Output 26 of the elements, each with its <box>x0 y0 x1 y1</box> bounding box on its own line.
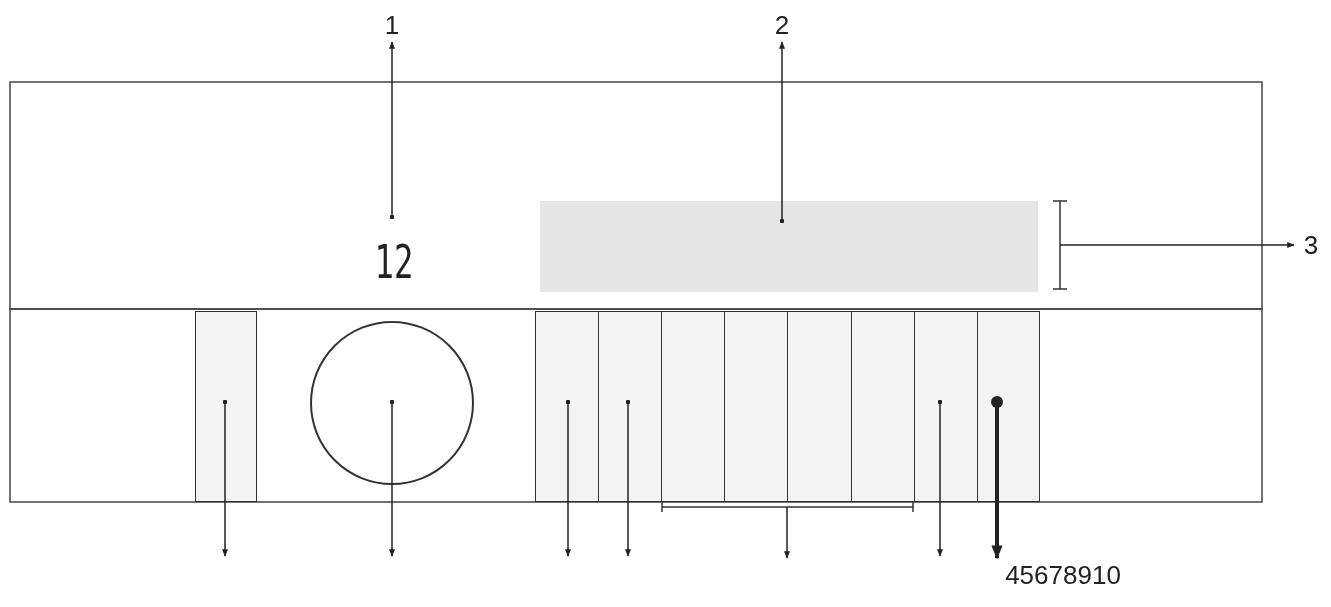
leader-line <box>937 399 943 557</box>
callout-number: 1 <box>377 10 407 40</box>
callout-number: 45678910 <box>988 560 1138 590</box>
display-panel <box>540 201 1038 292</box>
push-button <box>914 311 978 502</box>
leader-line <box>222 399 228 557</box>
callout-number: 2 <box>767 10 797 40</box>
digit-display: 12 <box>374 232 410 292</box>
leader-line <box>389 41 395 220</box>
leader-line <box>779 41 785 224</box>
push-button <box>661 311 725 502</box>
leader-line <box>565 399 571 557</box>
leader-line <box>1059 242 1295 248</box>
leader-line <box>991 396 1003 560</box>
push-button <box>598 311 662 502</box>
push-button <box>724 311 788 502</box>
callout-number: 3 <box>1296 230 1326 260</box>
group-bracket <box>661 502 914 512</box>
push-button <box>977 311 1040 502</box>
push-button <box>535 311 599 502</box>
push-button <box>787 311 852 502</box>
leader-line <box>625 399 631 557</box>
leader-line <box>784 506 790 559</box>
push-button <box>851 311 915 502</box>
leader-line <box>389 399 395 557</box>
narrow-button <box>195 311 257 502</box>
